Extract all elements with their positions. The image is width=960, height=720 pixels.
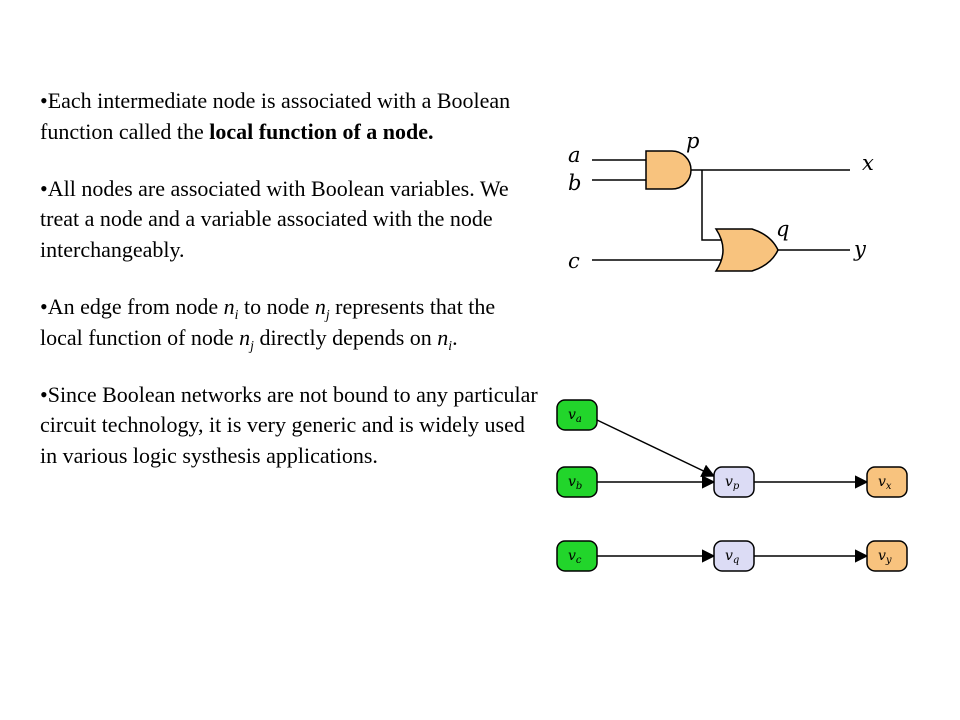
node-vc: vc: [556, 540, 598, 572]
node-vb: vb: [556, 466, 598, 498]
svg-text:va: va: [568, 407, 582, 425]
edge-va-vp: [596, 419, 716, 477]
logic-circuit: a b c p q x y: [568, 129, 874, 273]
node-vx: vx: [866, 466, 908, 498]
label-y: y: [853, 237, 867, 261]
node-vb-sub: b: [576, 481, 582, 492]
bullet-edge: •An edge from node ni to node nj represe…: [40, 292, 540, 354]
node-ni-symbol-2: ni: [437, 324, 453, 353]
and-gate-p: [645, 150, 692, 190]
bullet-3-text-5: .: [452, 324, 458, 350]
node-vq-var: v: [725, 548, 733, 564]
node-vc-sub: c: [576, 555, 582, 566]
bullet-1-bold: local function of a node.: [209, 118, 434, 144]
bullet-3-text-2: to node: [238, 293, 315, 319]
svg-text:vq: vq: [725, 548, 739, 566]
label-x: x: [862, 151, 874, 175]
node-nj-symbol: nj: [314, 293, 330, 322]
node-vy-sub: y: [885, 555, 892, 566]
bullet-1-text: •Each intermediate node is associated wi…: [40, 88, 511, 144]
svg-text:vc: vc: [568, 548, 582, 566]
label-b: b: [568, 171, 581, 195]
bullet-3-text-4: directly depends on: [253, 324, 438, 350]
svg-text:vx: vx: [878, 474, 892, 492]
bullet-4-text: •Since Boolean networks are not bound to…: [40, 381, 538, 469]
nj2-sub: j: [250, 337, 254, 353]
node-vq-sub: q: [733, 555, 739, 566]
node-vc-var: v: [568, 548, 576, 564]
node-vx-var: v: [878, 474, 886, 490]
label-q: q: [776, 217, 789, 241]
or-gate-q: [714, 228, 779, 272]
bullet-generic: •Since Boolean networks are not bound to…: [40, 380, 540, 472]
node-vb-var: v: [568, 474, 576, 490]
node-vx-sub: x: [886, 481, 892, 492]
nj-sub: j: [325, 306, 330, 322]
node-vy-var: v: [878, 548, 886, 564]
node-va-sub: a: [576, 414, 582, 425]
svg-text:vb: vb: [568, 474, 582, 492]
node-ni-symbol: ni: [223, 293, 239, 322]
bullet-local-function: •Each intermediate node is associated wi…: [40, 86, 540, 148]
node-vq: vq: [713, 540, 755, 572]
node-nj-symbol-2: nj: [239, 324, 254, 353]
bullet-2-text: •All nodes are associated with Boolean v…: [40, 175, 509, 263]
node-va: va: [556, 399, 598, 431]
ni-n: n: [223, 293, 235, 319]
text-block: •Each intermediate node is associated wi…: [40, 86, 540, 472]
wire-p-to-q: [701, 170, 725, 241]
boolean-network-graph: va vb vc vp vq vx vy: [556, 399, 908, 572]
bullet-3-text-3: represents that the local function of no…: [40, 293, 496, 350]
nj2-n: n: [239, 324, 251, 350]
ni2-n: n: [437, 324, 449, 350]
svg-text:vy: vy: [878, 548, 892, 566]
node-vy: vy: [866, 540, 908, 572]
svg-text:vp: vp: [725, 474, 740, 492]
bullet-3-text-1: •An edge from node: [40, 293, 224, 319]
bullet-variables: •All nodes are associated with Boolean v…: [40, 174, 540, 266]
node-vp: vp: [713, 466, 755, 498]
node-vp-var: v: [725, 474, 733, 490]
ni2-sub: i: [448, 337, 453, 353]
label-p: p: [686, 129, 699, 153]
nj-n: n: [314, 293, 326, 319]
label-a: a: [568, 143, 581, 167]
node-va-var: v: [568, 407, 576, 423]
label-c: c: [568, 249, 580, 273]
ni-sub: i: [234, 306, 239, 322]
node-vp-sub: p: [733, 481, 740, 492]
